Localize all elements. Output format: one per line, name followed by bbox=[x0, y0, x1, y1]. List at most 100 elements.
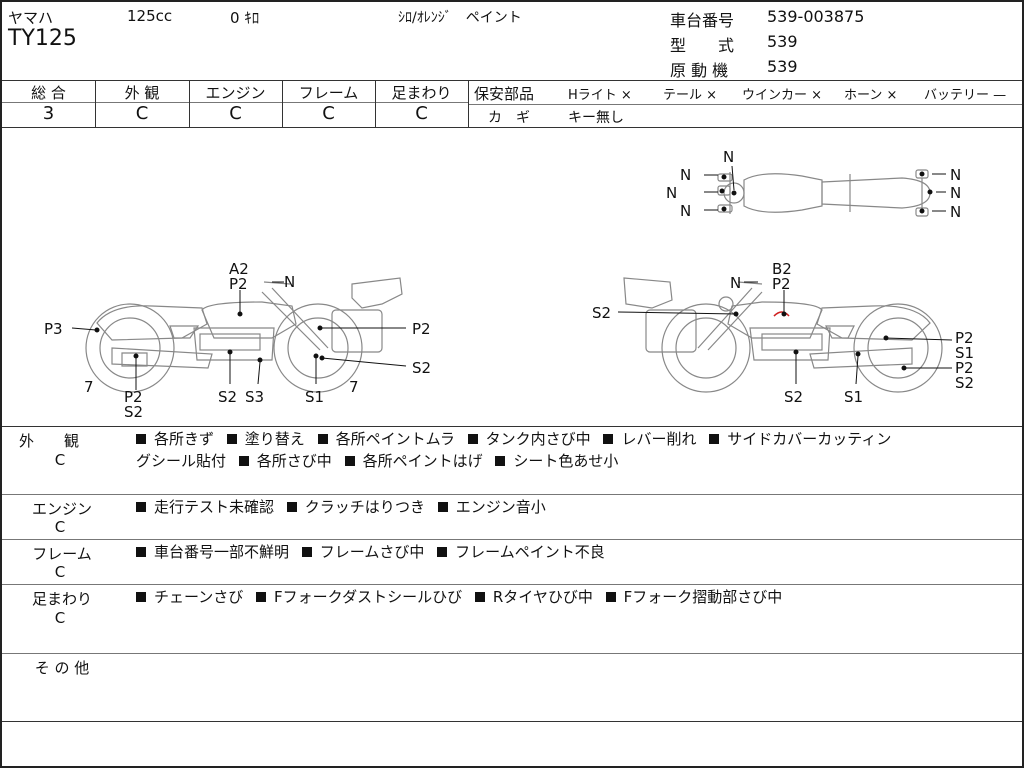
safety-winker: ウインカー × bbox=[742, 88, 823, 103]
remark-item: Fフォークダストシールひび bbox=[274, 588, 463, 606]
horn-mark: × bbox=[886, 88, 898, 103]
remark-item: 走行テスト未確認 bbox=[154, 498, 275, 516]
section-engine-remarks: 走行テスト未確認 クラッチはりつき エンジン音小 bbox=[136, 496, 1016, 518]
key-value: キー無し bbox=[568, 110, 624, 126]
remark-item: タンク内さび中 bbox=[485, 430, 591, 448]
type-value: 539 bbox=[767, 32, 798, 51]
grade-engine-value: C bbox=[229, 103, 242, 124]
remark-item: チェーンさび bbox=[154, 588, 244, 606]
label-left-n: N bbox=[284, 273, 295, 291]
section-exterior-remarks: 各所きず 塗り替え 各所ペイントムラ タンク内さび中 レバー削れ サイドカバーカ… bbox=[136, 428, 1016, 472]
section-frame-title: フレーム bbox=[32, 545, 92, 563]
remark-item: Fフォーク摺動部さび中 bbox=[623, 588, 783, 606]
damage-diagram: N N N N N N N A2 P2 N P3 P2 S2 7 P2 S2 S… bbox=[44, 148, 974, 421]
label-top-n3: N bbox=[680, 202, 691, 220]
remark-item: エンジン音小 bbox=[455, 498, 546, 516]
label-right-p2a: P2 bbox=[772, 275, 791, 293]
label-right-n: N bbox=[730, 274, 741, 292]
label-left-s2b: S2 bbox=[124, 403, 143, 421]
label-right-s2c: S2 bbox=[784, 388, 803, 406]
label-top-n2: N bbox=[666, 184, 677, 202]
mileage: 0 ｷﾛ bbox=[230, 9, 260, 27]
remark-item: 塗り替え bbox=[244, 430, 305, 448]
battery-mark: — bbox=[993, 88, 1007, 103]
section-frame-remarks: 車台番号一部不鮮明 フレームさび中 フレームペイント不良 bbox=[136, 541, 1016, 563]
label-right-s1a: S1 bbox=[955, 344, 974, 362]
headlight-mark: × bbox=[620, 88, 632, 103]
label-right-s2a: S2 bbox=[592, 304, 611, 322]
section-other-title: そ の 他 bbox=[34, 659, 90, 677]
section-exterior-title: 外 観 bbox=[18, 432, 79, 450]
label-right-s2b: S2 bbox=[955, 374, 974, 392]
remark-item: 各所きず bbox=[154, 430, 215, 448]
section-suspension-title: 足まわり bbox=[31, 590, 92, 608]
label-left-s3: S3 bbox=[245, 388, 264, 406]
label-left-7b: 7 bbox=[349, 378, 359, 396]
label-top-n4: N bbox=[723, 148, 734, 166]
remark-item: 各所ペイントムラ bbox=[335, 430, 455, 448]
winker-mark: × bbox=[811, 88, 823, 103]
label-left-s2a: S2 bbox=[412, 359, 431, 377]
section-engine-grade: C bbox=[54, 518, 66, 536]
key-label: カ ギ bbox=[488, 110, 530, 126]
remark-item: グシール貼付 bbox=[136, 452, 227, 470]
remark-item: フレームペイント不良 bbox=[455, 543, 605, 561]
label-left-s1: S1 bbox=[305, 388, 324, 406]
label-left-p2b: P2 bbox=[412, 320, 431, 338]
grade-overall-label: 総 合 bbox=[31, 84, 66, 102]
safety-label: 保安部品 bbox=[474, 85, 535, 103]
safety-tail: テール × bbox=[663, 88, 718, 103]
safety-horn: ホーン × bbox=[844, 88, 898, 103]
label-top-n5: N bbox=[950, 166, 961, 184]
section-suspension-remarks: チェーンさび Fフォークダストシールひび Rタイヤひび中 Fフォーク摺動部さび中 bbox=[136, 586, 1016, 608]
remark-item: Rタイヤひび中 bbox=[492, 588, 593, 606]
engine-value: 539 bbox=[767, 57, 798, 76]
grade-engine-label: エンジン bbox=[205, 84, 266, 102]
label-left-p2c: P2 bbox=[124, 388, 143, 406]
damage-mark-red bbox=[773, 311, 790, 317]
label-top-n6: N bbox=[950, 184, 961, 202]
grade-suspension-label: 足まわり bbox=[391, 84, 452, 102]
label-left-s2c: S2 bbox=[218, 388, 237, 406]
remark-item: サイドカバーカッティン bbox=[727, 430, 892, 448]
section-suspension-grade: C bbox=[54, 609, 66, 627]
left-side-bike bbox=[85, 277, 403, 393]
remark-item: フレームさび中 bbox=[319, 543, 425, 561]
remark-item: 各所ペイントはげ bbox=[362, 452, 483, 470]
tail-mark: × bbox=[706, 88, 718, 103]
type-label: 型 式 bbox=[670, 36, 735, 55]
frame-no-value: 539-003875 bbox=[767, 7, 865, 26]
engine-label: 原 動 機 bbox=[670, 61, 729, 80]
grade-exterior-value: C bbox=[135, 103, 149, 124]
remark-item: 各所さび中 bbox=[256, 452, 332, 470]
grade-overall-value: 3 bbox=[42, 103, 55, 124]
section-exterior-grade: C bbox=[54, 451, 66, 469]
safety-headlight: Hライト × bbox=[568, 88, 632, 103]
color: ｼﾛ/ｵﾚﾝｼﾞ ペイント bbox=[398, 10, 522, 26]
section-engine-title: エンジン bbox=[31, 500, 92, 518]
model-name: TY125 bbox=[8, 26, 77, 51]
remark-item: シート色あせ小 bbox=[513, 452, 619, 470]
top-view-bike bbox=[717, 169, 931, 217]
grade-suspension-value: C bbox=[415, 103, 428, 124]
remark-item: 車台番号一部不鮮明 bbox=[154, 543, 290, 561]
maker: ヤマハ bbox=[8, 9, 54, 27]
displacement: 125cc bbox=[127, 7, 173, 25]
remark-item: レバー削れ bbox=[621, 430, 697, 448]
label-left-7a: 7 bbox=[84, 378, 94, 396]
label-right-s1b: S1 bbox=[844, 388, 863, 406]
grade-frame-value: C bbox=[322, 103, 335, 124]
safety-battery: バッテリー — bbox=[924, 88, 1007, 103]
label-left-p2a: P2 bbox=[229, 275, 248, 293]
label-left-p3: P3 bbox=[44, 320, 63, 338]
label-top-n7: N bbox=[950, 203, 961, 221]
frame-no-label: 車台番号 bbox=[670, 11, 735, 30]
label-left-a2: A2 bbox=[229, 260, 249, 278]
label-right-p2c: P2 bbox=[955, 359, 974, 377]
label-top-n1: N bbox=[680, 166, 691, 184]
grade-exterior-label: 外 観 bbox=[124, 84, 160, 102]
label-right-b2: B2 bbox=[772, 260, 792, 278]
label-right-p2b: P2 bbox=[955, 329, 974, 347]
remark-item: クラッチはりつき bbox=[304, 498, 425, 516]
